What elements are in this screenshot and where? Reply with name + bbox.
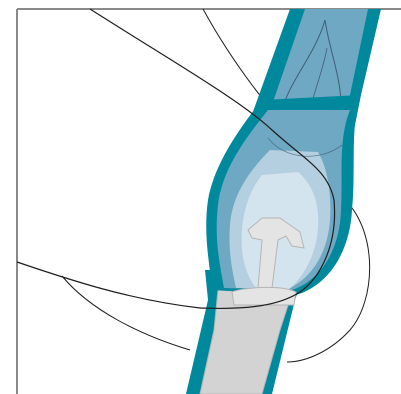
outline-lower-horizontal [17,262,200,308]
outer-contour-lower [62,276,190,350]
outer-contour-top [203,9,262,98]
device-base [232,287,296,305]
